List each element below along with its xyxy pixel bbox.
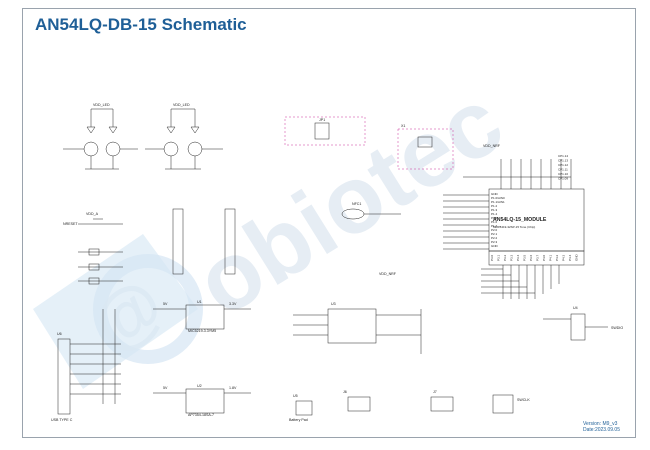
module-subtitle: MRP8419-32SP-15 Tone (Chip) [493, 225, 535, 229]
v33-label-1: 3.3V [229, 302, 237, 306]
module-left-pin: P2.0 [491, 228, 498, 232]
reset-label: NRESET [63, 222, 78, 226]
module-left-pin: P1.3 [491, 208, 498, 212]
schematic-frame: @ obiotec AN54LQ-DB-15 Schematic [22, 8, 636, 438]
schematic-drawing: VDD_LED VDD_LED VDD_A NRESET JP1 NFC1 VD… [51, 103, 623, 422]
module-left-pin: P1.1/AIN1 [491, 200, 505, 204]
date-label: Date:2023.09.05 [583, 427, 620, 433]
module-left-pin: P1.5 [491, 216, 498, 220]
led-driver-2 [145, 108, 223, 170]
reg2-label: AP7354-18SA-7 [188, 413, 214, 417]
module-top-net: CP1.10 [558, 172, 568, 176]
u4-label: U4 [573, 306, 578, 310]
module-bottom-pin: P3.0 [490, 254, 494, 261]
v18-label: 1.8V [229, 386, 237, 390]
usb-ref-label: U6 [57, 332, 62, 336]
module-left-pin: P1.7 [491, 224, 498, 228]
vdd-led-label-2: VDD_LED [173, 103, 190, 107]
module-top-net: CP1.13 [558, 159, 568, 163]
u3-label: U3 [331, 302, 336, 306]
v5-label-2: 5V [163, 386, 168, 390]
module-bottom-pin: P3.5 [523, 254, 527, 261]
module-bottom-pin: P4.2 [555, 254, 559, 261]
module-left-pin: P1.6 [491, 220, 498, 224]
jp1-label: JP1 [319, 118, 325, 122]
module-bottom-pin: P4.0 [542, 254, 546, 261]
vdd-led-label-1: VDD_LED [93, 103, 110, 107]
led-driver-1 [63, 108, 138, 170]
nfc-label: NFC1 [352, 202, 361, 206]
swclk-label: SWCLK [517, 398, 530, 402]
module-left-pin: P1.4 [491, 212, 498, 216]
module-bottom-pin: P4.3 [562, 254, 566, 261]
vdd-a-label: VDD_A [86, 212, 99, 216]
module-name: AN54LQ-15_MODULE [493, 217, 547, 223]
module-bottom-pin: P4.4 [568, 254, 572, 261]
module-left-pin: P1.2 [491, 204, 498, 208]
module-bottom-pin: P4.1 [549, 254, 553, 261]
module-left-pin: GND [491, 192, 499, 196]
x1-label: X1 [401, 124, 405, 128]
version-block: Version: M9_v3 Date:2023.09.05 [583, 421, 620, 433]
module-bottom-pin: GND [575, 254, 579, 262]
button-array [78, 248, 123, 285]
u1-label: U1 [197, 300, 202, 304]
v5-label-1: 5V [163, 302, 168, 306]
vdd-nrf-label-1: VDD_NRF [483, 144, 501, 148]
reg1-label: MIC5219-3.3YM5 [188, 329, 216, 333]
swd-label: SWDIO [611, 326, 623, 330]
battery-label: Battery Pad [289, 418, 308, 422]
j7-label: J7 [433, 390, 437, 394]
module-left-pin: P2.1 [491, 232, 498, 236]
module-left-pin: P2.2 [491, 236, 498, 240]
module-bottom-pin: P3.3 [510, 254, 514, 261]
module-bottom-pin: P3.4 [516, 254, 520, 261]
module-bottom-pin: P3.6 [529, 254, 533, 261]
page-title: AN54LQ-DB-15 Schematic [35, 15, 247, 34]
module-top-net: CP1.11 [558, 168, 568, 172]
module-bottom-pin: P3.1 [497, 254, 501, 261]
vdd-nrf-label-2: VDD_NRF [379, 272, 397, 276]
version-label: Version: M9_v3 [583, 421, 618, 427]
module-left-pin: P1.0/AIN0 [491, 196, 505, 200]
module-bottom-pin: P3.7 [536, 254, 540, 261]
module-top-net: CP1.09 [558, 177, 568, 181]
usb-label: USB TYPE C [51, 418, 73, 422]
module-top-net: CP1.14 [558, 154, 568, 158]
module-bottom-pin: P3.2 [503, 254, 507, 261]
module-top-net: CP1.12 [558, 163, 568, 167]
u2-label: U2 [197, 384, 202, 388]
u5-label: U5 [293, 394, 298, 398]
j6-label: J6 [343, 390, 347, 394]
module-left-pins: GNDP1.0/AIN0P1.1/AIN1P1.2P1.3P1.4P1.5P1.… [491, 192, 505, 248]
module-left-pin: P2.3 [491, 240, 498, 244]
module-left-pin: GND [491, 244, 499, 248]
